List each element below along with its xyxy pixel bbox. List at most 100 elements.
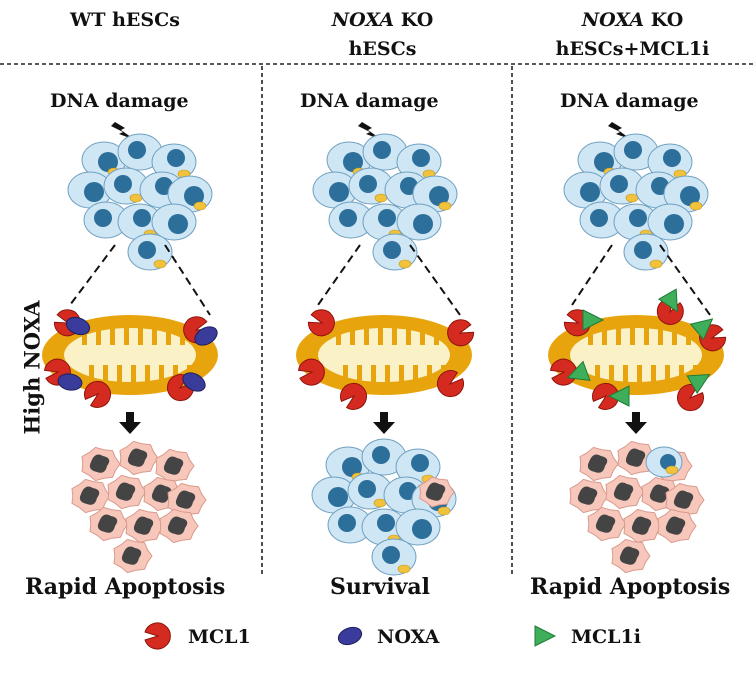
- fragmented-nucleus: [115, 482, 136, 501]
- crista: [406, 328, 411, 345]
- nucleus: [412, 519, 432, 539]
- nucleus: [429, 186, 449, 206]
- legend-mcl1-label: MCL1: [188, 626, 251, 648]
- panel2-live-cells: [312, 133, 458, 271]
- fragmented-nucleus: [649, 484, 670, 503]
- crista: [588, 328, 593, 345]
- crista: [117, 365, 122, 382]
- fragmented-nucleus: [425, 482, 446, 501]
- nucleus: [343, 152, 363, 172]
- mcl1-icon: [447, 319, 475, 347]
- crista: [665, 365, 670, 382]
- nucleus: [338, 514, 356, 532]
- fragmented-nucleus: [673, 490, 694, 509]
- mcl1-icon: [167, 374, 194, 402]
- crista: [166, 328, 171, 345]
- fragmented-nucleus: [127, 448, 148, 467]
- zoom-line: [164, 244, 211, 316]
- panel2-title-line2: hESCs: [348, 38, 417, 60]
- nucleus: [378, 209, 396, 227]
- nucleus: [383, 241, 401, 259]
- nucleus: [413, 214, 433, 234]
- crista: [343, 365, 348, 382]
- granule: [438, 201, 452, 211]
- crista: [145, 365, 150, 382]
- granule: [397, 564, 411, 574]
- crista: [609, 365, 614, 382]
- granule: [398, 259, 412, 269]
- panel3-live-cells: [563, 133, 709, 271]
- panel1-title-text: WT hESCs: [70, 9, 180, 31]
- crista: [686, 328, 691, 345]
- crista: [644, 328, 649, 345]
- mcl1i-icon: [689, 318, 714, 341]
- lightning-icon: [111, 122, 135, 140]
- granule: [649, 259, 663, 269]
- panel3-apoptotic-cells: [569, 440, 705, 574]
- noxa-icon: [337, 626, 363, 646]
- fragmented-nucleus: [665, 516, 686, 535]
- nucleus: [359, 175, 377, 193]
- zoom-line: [571, 244, 613, 306]
- noxa-icon: [182, 372, 206, 392]
- nucleus: [128, 141, 146, 159]
- panel1-title: WT hESCs: [10, 6, 240, 35]
- fragmented-nucleus: [163, 456, 184, 475]
- crista: [392, 328, 397, 345]
- panel2-title-gene: NOXA: [331, 9, 395, 31]
- arrow-shaft: [632, 412, 640, 422]
- fragmented-nucleus: [79, 486, 100, 505]
- mcl1i-icon: [566, 360, 591, 381]
- nucleus: [342, 457, 362, 477]
- crista: [173, 365, 178, 382]
- nucleus: [138, 241, 156, 259]
- crista: [96, 328, 101, 345]
- crista: [378, 328, 383, 345]
- crista: [357, 365, 362, 382]
- panel3-outcome: Rapid Apoptosis: [530, 574, 731, 600]
- granule: [665, 465, 679, 475]
- arrow-shaft: [126, 412, 134, 422]
- fragmented-nucleus: [121, 546, 142, 565]
- panel2-outcome: Survival: [330, 574, 431, 600]
- nucleus: [339, 209, 357, 227]
- crista: [595, 365, 600, 382]
- crista: [630, 328, 635, 345]
- crista: [623, 365, 628, 382]
- panel3-title-ko: KO: [644, 9, 684, 31]
- crista: [82, 328, 87, 345]
- nucleus: [328, 487, 348, 507]
- crista: [658, 328, 663, 345]
- noxa-icon: [65, 316, 91, 336]
- crista: [413, 365, 418, 382]
- arrow-down-icon: [625, 422, 647, 434]
- crista: [679, 365, 684, 382]
- fragmented-nucleus: [89, 454, 110, 473]
- zoom-line: [69, 244, 116, 306]
- nucleus: [590, 209, 608, 227]
- lightning-icon: [608, 122, 632, 140]
- panel1-live-cells: [67, 133, 213, 271]
- crista: [350, 328, 355, 345]
- crista: [124, 328, 129, 345]
- nucleus: [624, 141, 642, 159]
- arrow-down-icon: [373, 422, 395, 434]
- panel2-damage-label: DNA damage: [300, 90, 439, 112]
- arrow-shaft: [380, 412, 388, 422]
- mcl1-icon: [677, 384, 704, 412]
- fragmented-nucleus: [175, 490, 196, 509]
- panel3-damage-label: DNA damage: [560, 90, 699, 112]
- crista: [616, 328, 621, 345]
- crista: [159, 365, 164, 382]
- granule: [374, 193, 388, 203]
- fragmented-nucleus: [97, 514, 118, 533]
- zoom-line: [317, 244, 361, 306]
- panel3-title: NOXA KO hESCs+MCL1i: [515, 6, 750, 64]
- panel2-title: NOXA KO hESCs: [265, 6, 500, 64]
- crista: [693, 365, 698, 382]
- nucleus: [580, 182, 600, 202]
- granule: [689, 201, 703, 211]
- crista: [336, 328, 341, 345]
- crista: [434, 328, 439, 345]
